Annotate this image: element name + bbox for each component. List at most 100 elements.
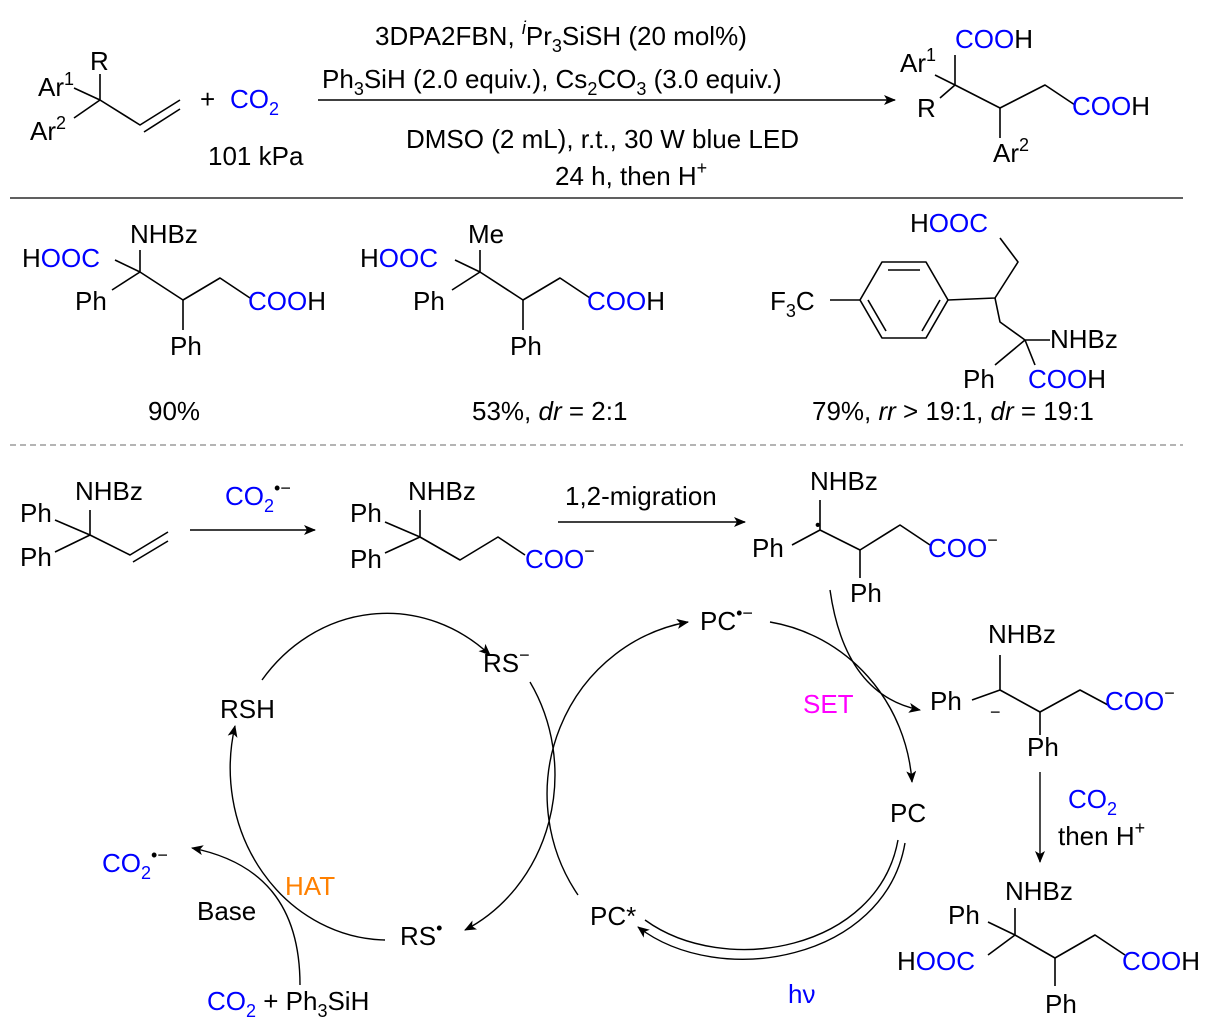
label-HAT: HAT <box>285 871 335 901</box>
benzene-ring <box>859 261 949 339</box>
label-segment: CO <box>1068 784 1107 814</box>
label-Ar1: Ar1 <box>38 69 74 102</box>
label-segment: NHBz <box>1050 324 1118 354</box>
label-segment: H <box>360 243 379 273</box>
label-Ph: Ph <box>1027 732 1059 762</box>
label-NHBz: NHBz <box>988 619 1056 649</box>
cycle-arrow <box>227 725 386 941</box>
bond <box>999 655 1109 713</box>
label-HOOC: HOOC <box>897 946 975 976</box>
label-segment: then H <box>1058 821 1135 851</box>
co2-label: CO2 <box>1068 784 1117 819</box>
co2-reagent: CO2 <box>230 84 279 119</box>
cycle-arrow <box>769 621 917 783</box>
label-NHBz: NHBz <box>130 219 198 249</box>
condition-time: 24 h, then H+ <box>555 158 707 191</box>
label-Me: Me <box>468 219 504 249</box>
label-segment: COO <box>1105 686 1164 716</box>
label-segment: H <box>1014 24 1033 54</box>
label-segment: •− <box>736 603 753 623</box>
label-segment: DMSO (2 mL), r.t., 30 W blue LED <box>406 124 799 154</box>
label-segment: Ph <box>510 331 542 361</box>
bond <box>1024 339 1036 366</box>
label-segment: rr <box>879 396 898 426</box>
label-Ph: Ph <box>170 331 202 361</box>
label-segment: COO <box>1122 946 1181 976</box>
label-segment: COO <box>587 286 646 316</box>
set-arrow <box>829 589 921 713</box>
label-segment: 2 <box>56 113 66 133</box>
label-segment: H <box>1181 946 1200 976</box>
example-1: NHBz HOOC Ph COOH Ph 90% <box>22 219 326 426</box>
label-COOH: COOH <box>1028 364 1106 394</box>
label-PC-radical-anion: PC•− <box>700 603 753 636</box>
label-segment: Ph <box>930 686 962 716</box>
label-HOOC: HOOC <box>22 243 100 273</box>
label-Ph: Ph <box>350 544 382 574</box>
label-segment: Me <box>468 219 504 249</box>
bond <box>819 500 931 551</box>
bond <box>987 921 1016 936</box>
label-segment: (3.0 equiv.) <box>646 64 781 94</box>
label-Ph: Ph <box>75 286 107 316</box>
label-segment: H <box>1087 364 1106 394</box>
label-HOOC: HOOC <box>360 243 438 273</box>
bond <box>54 519 91 536</box>
label-segment: COO <box>1072 91 1131 121</box>
cycle-arrow <box>261 612 491 681</box>
label-NHBz: NHBz <box>408 476 476 506</box>
label-segment: Ph <box>413 286 445 316</box>
label-segment: NHBz <box>1005 876 1073 906</box>
label-R: R <box>90 46 109 76</box>
double-bond <box>143 108 181 133</box>
label-segment: RSH <box>220 694 275 724</box>
label-RSH: RSH <box>220 694 275 724</box>
label-segment: • <box>815 517 821 534</box>
mech-adduct: NHBz Ph Ph COO− <box>350 476 595 574</box>
pressure: 101 kPa <box>208 141 304 171</box>
label-segment: CO <box>207 986 246 1016</box>
label-COO-minus: COO− <box>1105 683 1175 716</box>
label-NHBz: NHBz <box>810 466 878 496</box>
label-COOH: COOH <box>248 286 326 316</box>
label-segment: COO <box>928 533 987 563</box>
label-segment: 2 <box>269 99 279 119</box>
bond <box>139 250 251 301</box>
label-Ph: Ph <box>1045 989 1077 1019</box>
bond <box>384 521 421 538</box>
label-Base: Base <box>197 896 256 926</box>
label-Ar1: Ar1 <box>900 45 936 78</box>
bond <box>451 271 481 291</box>
label-segment: H <box>646 286 665 316</box>
label-segment: = 2:1 <box>562 396 628 426</box>
label-segment: • <box>436 918 442 938</box>
label-COO-minus: COO− <box>928 530 998 563</box>
migration-label: 1,2-migration <box>565 481 717 511</box>
label-segment: 3 <box>786 301 796 321</box>
label-segment: Ar <box>993 138 1019 168</box>
label-segment: 2 <box>587 79 597 99</box>
label-segment: − <box>990 702 1001 722</box>
label-segment: 3 <box>317 1001 327 1021</box>
label-RS-radical: RS• <box>400 918 442 951</box>
yield: 90% <box>148 396 200 426</box>
label-segment: + Ph <box>256 986 317 1016</box>
label-F3C: F3C <box>770 286 815 321</box>
label-Ar2: Ar2 <box>30 113 66 146</box>
label-Ar2: Ar2 <box>993 135 1029 168</box>
bond <box>114 259 141 273</box>
label-segment: OOC <box>916 946 975 976</box>
label-segment: + <box>697 158 708 178</box>
label-segment: 3 <box>354 79 364 99</box>
label-segment: Ar <box>38 72 64 102</box>
label-segment: H <box>1131 91 1150 121</box>
label-segment: Ar <box>900 48 926 78</box>
label-segment: Base <box>197 896 256 926</box>
label-Ph: Ph <box>20 542 52 572</box>
label-segment: 1 <box>926 45 936 65</box>
label-segment: PC <box>700 606 736 636</box>
label-segment: Ph <box>1045 989 1077 1019</box>
label-segment: CO <box>597 64 636 94</box>
bond <box>971 689 1001 701</box>
label-segment: i <box>522 18 527 38</box>
